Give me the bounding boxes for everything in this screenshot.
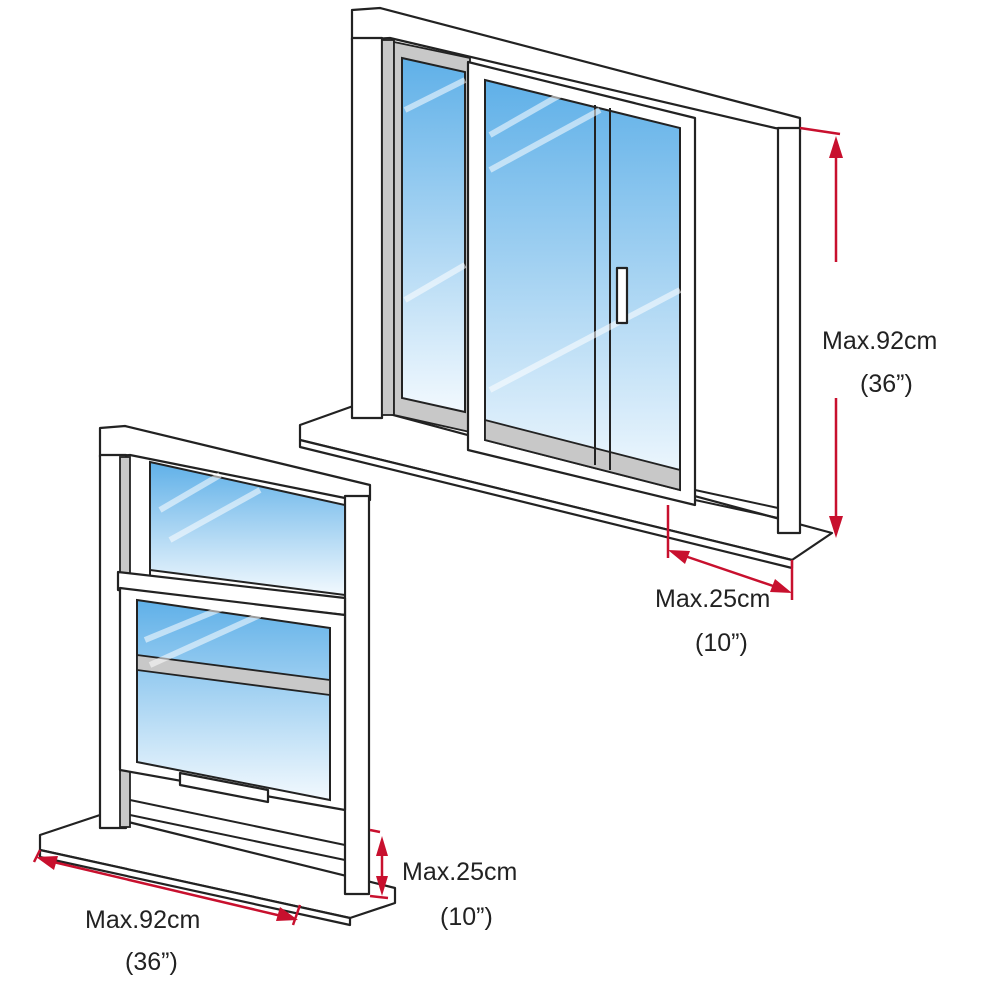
sliding-window: Max.92cm (36”) Max.25cm (10”) xyxy=(298,6,937,657)
sliding-depth-label-imperial: (10”) xyxy=(695,629,748,657)
sliding-window-handle[interactable] xyxy=(615,266,629,325)
hung-width-label-metric: Max.92cm xyxy=(85,906,200,934)
hung-window-right-post xyxy=(343,494,371,896)
hung-window: Max.25cm (10”) Max.92cm (36”) xyxy=(32,424,517,976)
sliding-window-left-glass xyxy=(401,56,466,414)
sliding-window-right-post xyxy=(776,126,802,535)
hung-window-handle[interactable] xyxy=(178,771,270,804)
hung-depth-label-metric: Max.25cm xyxy=(402,858,517,886)
sliding-window-left-post xyxy=(350,36,384,420)
height-label-metric: Max.92cm xyxy=(822,327,937,355)
hung-width-label-imperial: (36”) xyxy=(125,948,178,976)
hung-width-dimension-line xyxy=(44,858,291,920)
sliding-window-sill xyxy=(298,403,834,562)
hung-depth-label-imperial: (10”) xyxy=(440,903,493,931)
sliding-depth-label-metric: Max.25cm xyxy=(655,585,770,613)
sliding-depth-dimension-line xyxy=(675,551,786,592)
height-label-imperial: (36”) xyxy=(860,370,913,398)
